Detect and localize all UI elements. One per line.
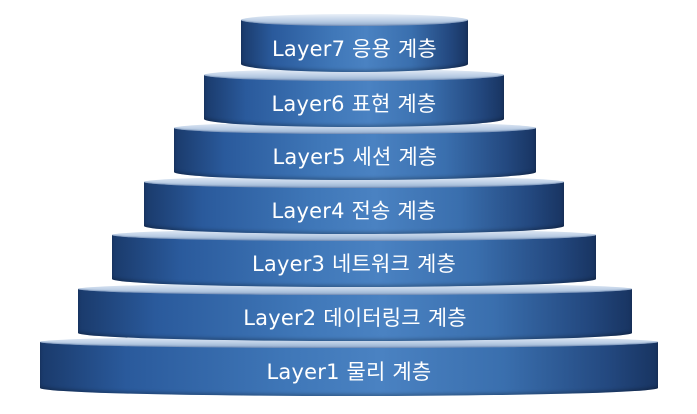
layer-4-top — [144, 176, 564, 188]
layer-2-top — [78, 283, 632, 295]
layer-1-label: Layer1 물리 계층 — [266, 360, 432, 384]
layer-6-body — [204, 75, 504, 127]
layer-3-body — [112, 235, 596, 287]
layer-5-tier: Layer5 세션 계층 — [174, 122, 536, 180]
layer-2-body — [78, 289, 632, 341]
layer-5-body — [174, 128, 536, 180]
layer-6-label: Layer6 표현 계층 — [271, 92, 437, 116]
layer-1-tier: Layer1 물리 계층 — [40, 336, 658, 396]
layer-7-top — [241, 14, 468, 26]
layer-3-label: Layer3 네트워크 계층 — [252, 252, 456, 276]
layer-7-tier: Layer7 응용 계층 — [241, 14, 468, 72]
layer-4-tier: Layer4 전송 계층 — [144, 176, 564, 234]
layer-1-body — [40, 342, 658, 396]
layer-4-label: Layer4 전송 계층 — [271, 199, 437, 223]
layer-4-body — [144, 182, 564, 234]
layer-6-top — [204, 69, 504, 81]
layer-2-tier: Layer2 데이터링크 계층 — [78, 283, 632, 341]
layer-2-label: Layer2 데이터링크 계층 — [243, 306, 467, 330]
layer-7-label: Layer7 응용 계층 — [272, 37, 437, 61]
layer-5-label: Layer5 세션 계층 — [272, 145, 438, 169]
layer-6-tier: Layer6 표현 계층 — [204, 69, 504, 127]
layer-3-tier: Layer3 네트워크 계층 — [112, 229, 596, 287]
layer-7-body — [241, 20, 468, 72]
